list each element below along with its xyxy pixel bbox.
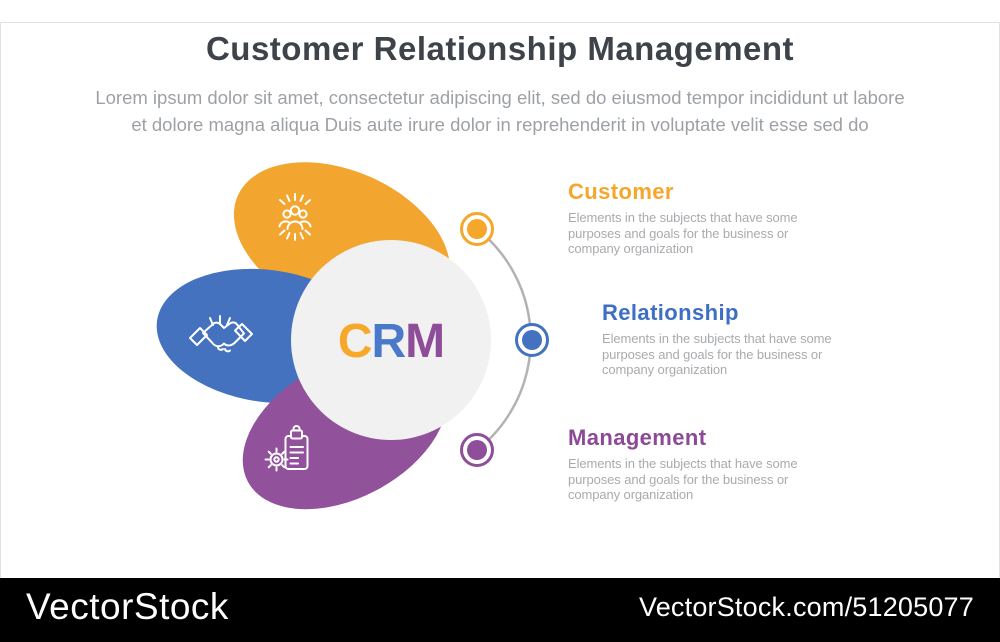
management-item: Management Elements in the subjects that… <box>568 426 830 503</box>
handshake-icon <box>189 315 253 353</box>
watermark-brand: VectorStock <box>26 586 229 627</box>
management-item-description: Elements in the subjects that have some … <box>568 456 798 502</box>
relationship-item-description: Elements in the subjects that have some … <box>602 331 832 377</box>
customer-node <box>460 212 494 246</box>
crm-letter-c: C <box>338 315 372 368</box>
team-people-icon <box>278 193 312 241</box>
crm-letter-r: R <box>372 315 406 368</box>
customer-item-label: Customer <box>568 179 674 204</box>
management-node <box>460 433 494 467</box>
relationship-item-label: Relationship <box>602 300 739 325</box>
crm-wordmark: CRM <box>338 315 444 368</box>
clipboard-gear-icon <box>264 425 309 472</box>
subtitle-line-2: et dolore magna aliqua Duis aute irure d… <box>131 114 869 135</box>
relationship-item: Relationship Elements in the subjects th… <box>602 301 864 378</box>
crm-center-circle <box>291 240 491 440</box>
customer-item-description: Elements in the subjects that have some … <box>568 210 798 256</box>
crm-petal-diagram: CRM <box>156 162 549 510</box>
subtitle-line-1: Lorem ipsum dolor sit amet, consectetur … <box>95 87 905 108</box>
page-subtitle: Lorem ipsum dolor sit amet, consectetur … <box>0 84 1000 138</box>
watermark-site-ref: VectorStock.com/51205077 <box>638 592 974 622</box>
page-title: Customer Relationship Management <box>205 30 795 67</box>
customer-item: Customer Elements in the subjects that h… <box>568 180 830 257</box>
management-item-label: Management <box>568 425 707 450</box>
watermark-bar: VectorStock VectorStock.com/51205077 <box>0 578 1000 642</box>
relationship-node <box>515 323 549 357</box>
crm-letter-m: M <box>405 315 444 368</box>
